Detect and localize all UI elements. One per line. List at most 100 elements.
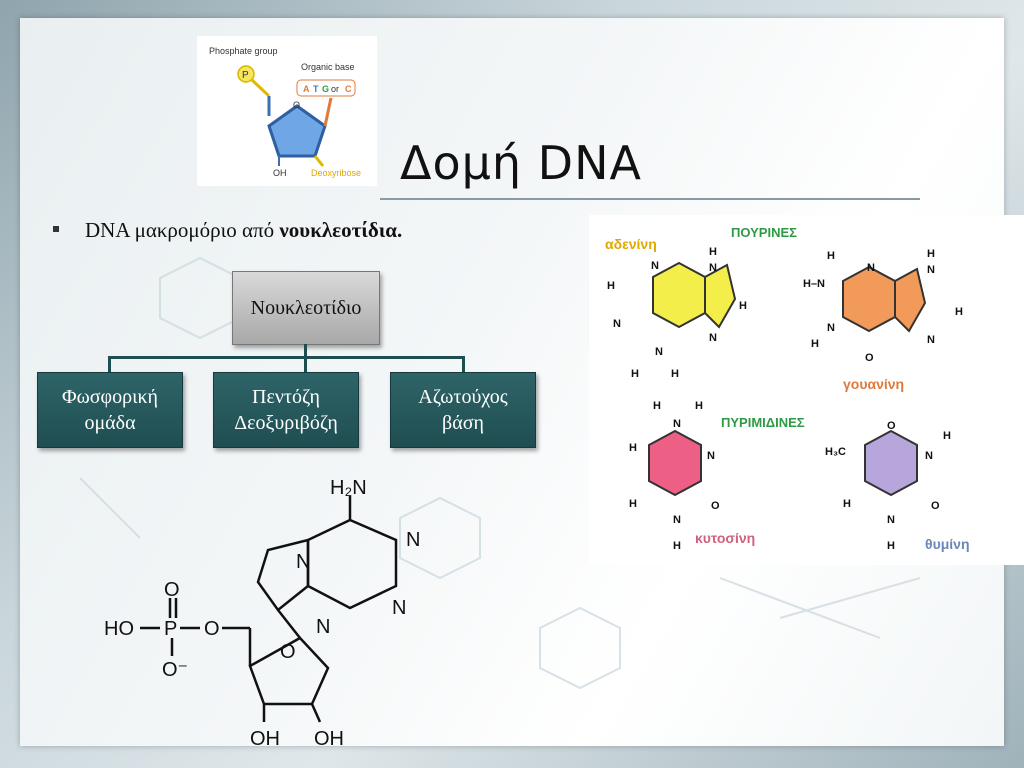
pyrimidines-header: ΠΥΡΙΜΙΔΙΝΕΣ [721, 415, 805, 430]
adenine-n9: N [709, 262, 717, 274]
connector-right [462, 356, 465, 372]
base-box [296, 79, 356, 97]
thymine-ring [864, 429, 918, 497]
thymine-o2: O [931, 500, 940, 512]
guanine-hn: H–N [803, 278, 825, 290]
phosphate-letter: P [242, 70, 249, 81]
cytosine-n3: N [707, 450, 715, 462]
node-pentose-line1: Πεντόζη [252, 386, 320, 408]
base-t: T [313, 84, 319, 94]
ring-oxygen: O [293, 100, 300, 110]
base-or: or [331, 84, 339, 94]
cytosine-label: κυτοσίνη [695, 530, 755, 546]
bases-drawing: ΠΟΥΡΙΝΕΣ ΠΥΡΙΜΙΔΙΝΕΣ αδενίνη N H N H N H… [605, 225, 970, 552]
thymine-methyl: H₃C [825, 446, 846, 458]
h2n-label: H₂N [330, 477, 367, 499]
cytosine-h1: H [673, 540, 681, 552]
guanine-five-ring [894, 267, 927, 333]
guanine-six-ring [842, 265, 896, 333]
node-phosphate-line2: ομάδα [84, 412, 136, 434]
guanine-o: O [865, 352, 874, 364]
adenine-amine-n: N [655, 346, 663, 358]
thymine-h3: H [943, 430, 951, 442]
adenine-label: αδενίνη [605, 236, 657, 252]
slide-title: Δομή DNA [400, 136, 642, 190]
organic-base-label: Organic base [301, 62, 355, 72]
cytosine-h5: H [629, 442, 637, 454]
adenine-six-ring [652, 261, 706, 329]
node-base-line1: Αζωτούχος [418, 386, 508, 408]
guanine-h9: H [927, 248, 935, 260]
thymine-n1: N [887, 514, 895, 526]
guanine-n1: N [827, 322, 835, 334]
nucleotide-structure: H₂N N N N N O OH OH O P O O⁻ HO [104, 477, 420, 748]
adenine-six-ring [306, 518, 398, 610]
o5-label: O [204, 618, 220, 640]
adenine-amine-h2: H [671, 368, 679, 380]
n7-label: N [296, 551, 310, 573]
bases-panel: ΠΟΥΡΙΝΕΣ ΠΥΡΙΜΙΔΙΝΕΣ αδενίνη N H N H N H… [589, 215, 1024, 565]
connector-horizontal [108, 356, 464, 359]
adenine-n1: N [651, 260, 659, 272]
cytosine-o: O [711, 500, 720, 512]
guanine-h-top: H [827, 250, 835, 262]
slide: Phosphate group Organic base A T G or C … [20, 18, 1024, 748]
title-rule [380, 198, 920, 200]
guanine-label: γουανίνη [843, 376, 904, 392]
adenine-h2: H [607, 280, 615, 292]
oh-2-label: OH [314, 728, 344, 748]
thymine-n3: N [925, 450, 933, 462]
cytosine-ring [648, 429, 702, 497]
sugar-ring [248, 636, 330, 706]
adenine-n7: N [709, 332, 717, 344]
n1-label: N [406, 529, 420, 551]
adenine-amine-h1: H [631, 368, 639, 380]
base-c: C [345, 84, 352, 94]
node-base-line2: βάση [442, 412, 484, 434]
phosphate-circle [237, 65, 255, 83]
connector-vertical-root [304, 344, 307, 358]
guanine-n-top: N [867, 262, 875, 274]
cytosine-n1: N [673, 514, 681, 526]
thymine-h1: H [887, 540, 895, 552]
connector-left [108, 356, 111, 372]
cytosine-amine-n: N [673, 418, 681, 430]
phosphate-bond [250, 78, 271, 98]
deoxyribose-ring [267, 104, 327, 158]
bullet-bold-text: νουκλεοτίδια. [279, 218, 403, 242]
bullet-item: DNA μακρομόριο από νουκλεοτίδια. [53, 218, 402, 243]
ho-label: HO [104, 618, 134, 640]
adenine-five-ring [256, 538, 310, 612]
o-minus-label: O⁻ [162, 659, 188, 681]
glycosidic-bond [277, 609, 301, 639]
deoxy-bond [313, 155, 325, 167]
p-o-label: O [164, 579, 180, 601]
thymine-h6: H [843, 498, 851, 510]
background-decoration [79, 256, 921, 690]
oh-label: OH [273, 168, 287, 178]
nucleotide-schematic-drawing: Phosphate group Organic base A T G or C … [209, 46, 361, 178]
cytosine-h-b: H [695, 400, 703, 412]
thymine-o4: O [887, 420, 896, 432]
guanine-h8: H [955, 306, 963, 318]
guanine-h1: H [811, 338, 819, 350]
bullet-text: DNA μακρομόριο από [85, 218, 280, 242]
c2-oh-bond [310, 703, 322, 723]
adenine-five-ring [704, 263, 737, 329]
guanine-n7: N [927, 334, 935, 346]
base-g: G [322, 84, 329, 94]
bullet-square [53, 226, 59, 233]
n3-label: N [392, 597, 406, 619]
cytosine-h6: H [629, 498, 637, 510]
adenine-h8: H [739, 300, 747, 312]
connector-middle [304, 356, 307, 372]
ring-o-label: O [280, 641, 296, 663]
phosphate-group-label: Phosphate group [209, 46, 278, 56]
deoxyribose-label: Deoxyribose [311, 168, 361, 178]
thymine-label: θυμίνη [925, 536, 970, 552]
n9-label: N [316, 616, 330, 638]
cytosine-h-a: H [653, 400, 661, 412]
base-bond [323, 97, 333, 127]
